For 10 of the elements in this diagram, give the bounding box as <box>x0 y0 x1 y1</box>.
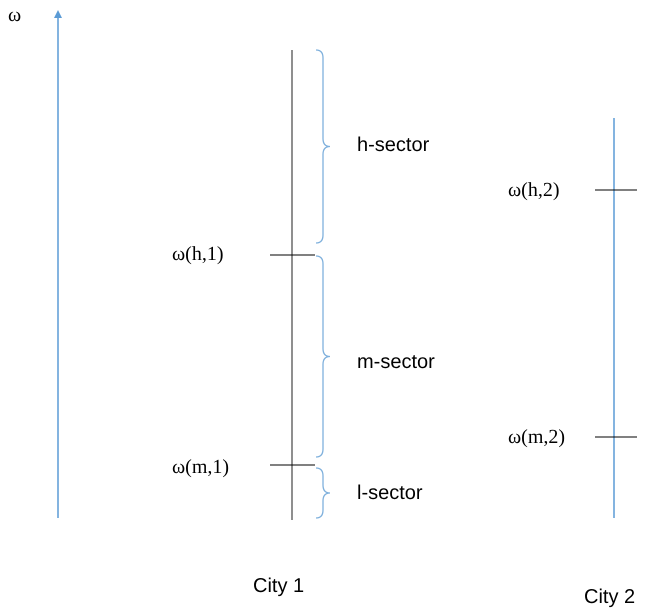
tick-label: ω(m,2) <box>508 426 566 448</box>
sector-label: m-sector <box>357 351 435 373</box>
city-label: City 1 <box>253 575 304 597</box>
axis-label: ω <box>8 4 22 26</box>
sector-label: h-sector <box>357 134 430 156</box>
tick-label: ω(h,1) <box>172 243 224 265</box>
tick-label: ω(h,2) <box>508 179 560 201</box>
sector-label: l-sector <box>357 482 423 504</box>
tick-label: ω(m,1) <box>172 456 230 478</box>
city-label: City 2 <box>584 586 636 608</box>
